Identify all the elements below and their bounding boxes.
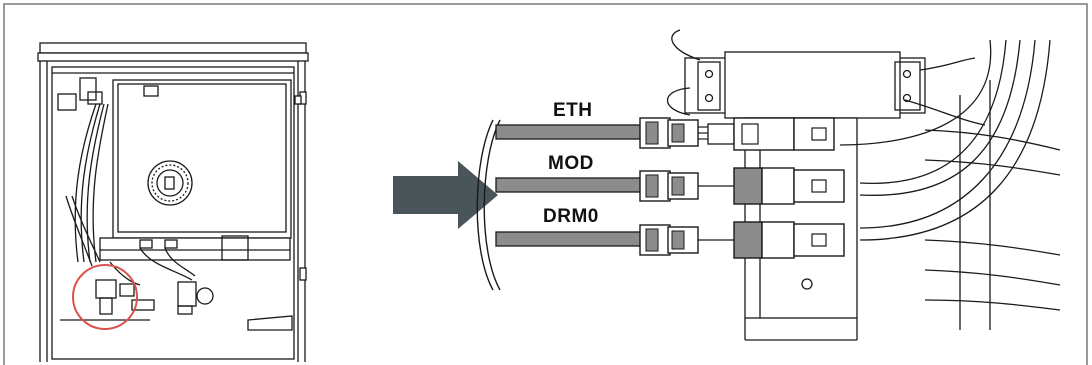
cable-label-eth: ETH [553,100,593,121]
cable-eth [495,117,835,151]
cable-drm0 [495,221,845,259]
cabinet-body [37,42,309,362]
arrow-shape [393,161,498,229]
cable-label-mod: MOD [548,153,594,174]
cable-mod [495,167,845,205]
terminal-board [667,29,1061,341]
cable-break-lines [476,119,501,291]
figure-frame [3,3,1088,365]
cable-label-drm0: DRM0 [543,206,599,227]
highlight-circle [72,264,138,330]
